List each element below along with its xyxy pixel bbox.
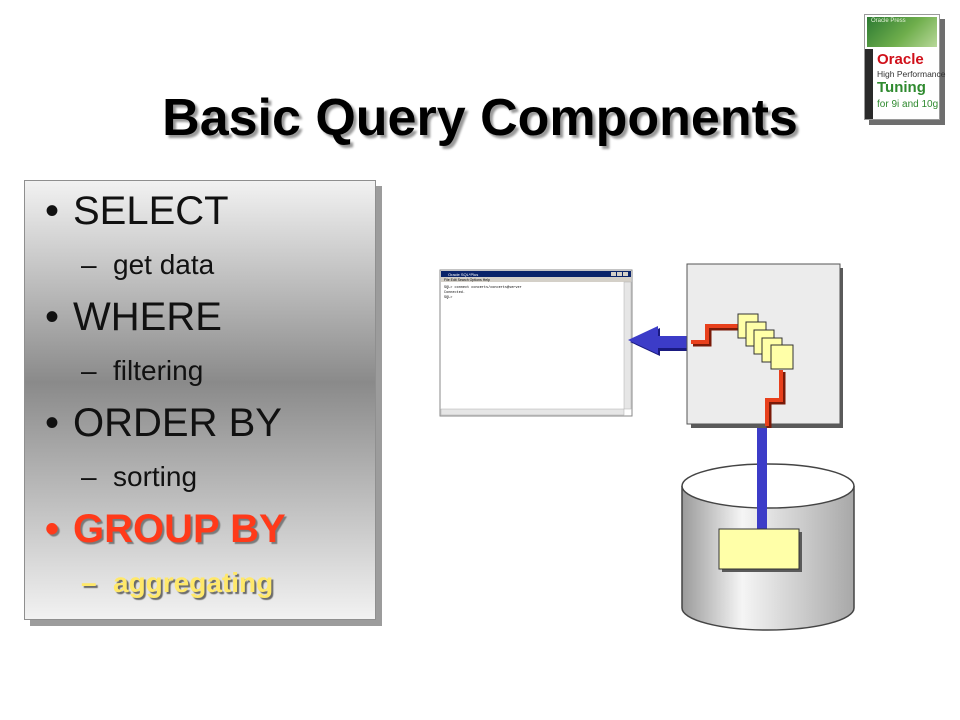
arrow-shaft — [658, 336, 688, 348]
sub-bullet-dash: – — [81, 249, 97, 280]
bullet-text: SELECT — [73, 189, 229, 233]
bullet-dot: • — [45, 189, 60, 233]
processing-path — [691, 324, 738, 344]
sub-bullet-text: sorting — [113, 461, 198, 492]
sqlplus-line: SQL> — [444, 295, 452, 300]
result-arrow — [628, 326, 690, 356]
result-pages-stack — [737, 313, 794, 370]
book-subtitle-line1: High Performance — [877, 69, 946, 79]
sub-bullet-text: filtering — [113, 355, 204, 386]
minimize-icon[interactable] — [611, 272, 616, 276]
sqlplus-titlebar — [441, 271, 631, 277]
sub-bullet-text: get data — [113, 249, 215, 280]
db-link-line — [757, 426, 767, 532]
book-subtitle-line2: Tuning — [877, 79, 926, 96]
bullet-panel: •SELECT –get data •WHERE –filtering •ORD… — [24, 180, 376, 620]
result-page — [770, 344, 794, 370]
sqlplus-menu[interactable]: File Edit Search Options Help — [444, 278, 490, 282]
book-series-label: Oracle Press — [871, 18, 906, 24]
sub-bullet-item: –filtering — [81, 355, 203, 387]
arrow-head — [628, 326, 658, 354]
sub-bullet-dash: – — [81, 355, 97, 386]
sub-bullet-text: aggregating — [113, 567, 274, 598]
bullet-text: GROUP BY — [73, 507, 286, 551]
sub-bullet-dash: – — [81, 461, 97, 492]
book-spine-strip — [865, 49, 873, 119]
bullet-dot: • — [45, 507, 60, 551]
sqlplus-window: Oracle SQL*Plus File Edit Search Options… — [439, 269, 633, 417]
bullet-item: • WHERE — [45, 295, 222, 340]
vertical-scrollbar[interactable] — [623, 281, 632, 410]
book-cover-image: Oracle Press Oracle High Performance Tun… — [864, 14, 946, 120]
sqlplus-line: SQL> connect concerts/concerts@server — [444, 285, 522, 290]
horizontal-scrollbar[interactable] — [440, 408, 625, 416]
sqlplus-line: Connected. — [444, 290, 465, 295]
sqlplus-menubar — [441, 277, 631, 282]
processing-path — [765, 370, 783, 426]
sub-bullet-item: –get data — [81, 249, 214, 281]
sub-bullet-item-highlighted: –aggregating — [81, 567, 273, 599]
maximize-icon[interactable] — [617, 272, 622, 276]
book-cover-art — [867, 17, 937, 47]
cylinder-top — [681, 463, 855, 509]
bullet-text: WHERE — [73, 295, 222, 339]
sub-bullet-item: –sorting — [81, 461, 197, 493]
sqlplus-frame — [439, 269, 633, 417]
bullet-text: ORDER BY — [73, 401, 282, 445]
sub-bullet-dash: – — [81, 567, 97, 598]
sqlplus-title: Oracle SQL*Plus — [448, 272, 478, 277]
book-subtitle-line3: for 9i and 10g — [877, 99, 939, 110]
bullet-item-highlighted: • GROUP BY — [45, 507, 286, 552]
close-icon[interactable] — [623, 272, 628, 276]
book-brand: Oracle — [877, 51, 924, 68]
bullet-item: • ORDER BY — [45, 401, 282, 446]
bullet-item: • SELECT — [45, 189, 229, 234]
table-sheet — [718, 528, 800, 570]
bullet-dot: • — [45, 295, 60, 339]
slide-title: Basic Query Components — [162, 89, 798, 147]
bullet-dot: • — [45, 401, 60, 445]
